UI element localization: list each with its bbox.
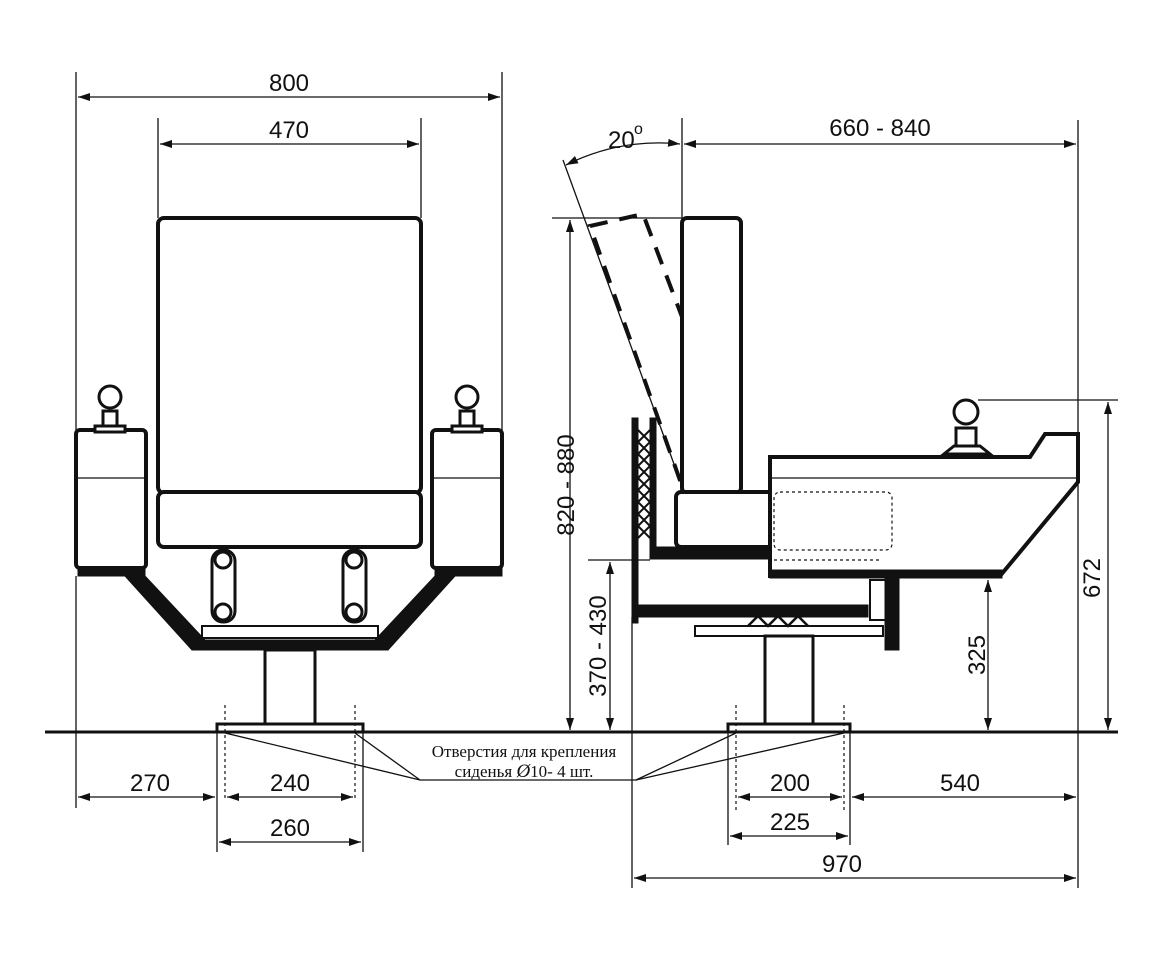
front-view: 800 470 270 240 260 — [74, 70, 504, 852]
dim-total-height: 820 - 880 — [553, 434, 580, 535]
dim-seat-height: 370 - 430 — [585, 595, 612, 696]
side-foot-plate — [726, 722, 852, 734]
front-hinge-link-right — [341, 548, 368, 624]
side-bracket — [884, 577, 900, 651]
front-armrest-right — [430, 428, 504, 570]
front-seat-back — [156, 216, 423, 495]
dim-base-width: 260 — [270, 815, 310, 842]
dim-total-depth: 970 — [822, 851, 862, 878]
side-rear-frame — [631, 417, 639, 624]
diameter-icon: Ø — [515, 761, 531, 782]
mounting-note-line2: сиденья Ø10- 4 шт. — [455, 761, 594, 782]
side-seat-cushion — [674, 490, 778, 549]
dim-seat-width: 470 — [269, 117, 309, 144]
tilt-reference-line — [562, 159, 683, 487]
dim-depth-range: 660 - 840 — [829, 115, 930, 142]
dim-base-depth: 225 — [770, 809, 810, 836]
side-lower-beam — [631, 604, 869, 618]
side-backrest — [680, 216, 743, 495]
dim-arc-angle — [565, 138, 681, 166]
dim-tilt-angle: 20 — [608, 127, 635, 154]
joystick-icon — [93, 384, 127, 434]
side-column — [763, 634, 815, 726]
mounting-note: Отверстия для крепления сиденья Ø10- 4 ш… — [224, 732, 845, 782]
side-view: 20 o 660 - 840 820 - 880 370 - 430 325 6… — [552, 115, 1118, 888]
dim-left-offset: 270 — [130, 770, 170, 797]
dim-hole-spacing: 240 — [270, 770, 310, 797]
front-base-plate — [201, 625, 379, 639]
side-cupholder-outline — [773, 491, 893, 551]
dim-overall-width: 800 — [269, 70, 309, 97]
dim-side-hole-spacing: 200 — [770, 770, 810, 797]
dim-tilt-degree: o — [634, 121, 643, 138]
joystick-icon — [939, 398, 995, 456]
mounting-note-line1: Отверстия для крепления — [432, 742, 617, 761]
front-seat-cushion — [156, 490, 423, 549]
dim-front-offset: 540 — [940, 770, 980, 797]
dim-armrest-top-height: 672 — [1079, 558, 1106, 598]
front-column — [263, 648, 317, 726]
joystick-icon — [450, 384, 484, 434]
dim-armrest-height: 325 — [964, 635, 991, 675]
side-armrest — [768, 432, 1080, 578]
front-foot-plate — [215, 722, 365, 734]
front-hinge-link-left — [210, 548, 237, 624]
front-armrest-left — [74, 428, 148, 570]
